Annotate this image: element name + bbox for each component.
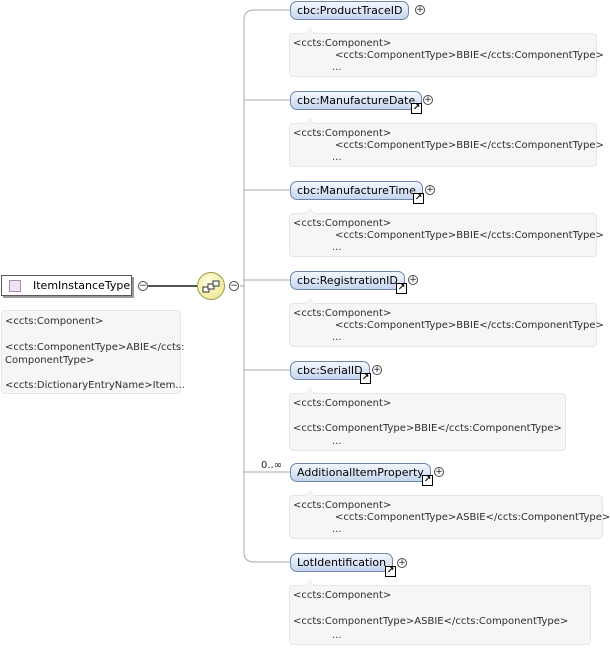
doc-line: <ccts:ComponentType>ASBIE</ccts:Componen… [293,616,569,627]
annotation-additional-item-property: <ccts:Component> <ccts:ComponentType>ASB… [289,490,610,539]
root-collapse-icon[interactable]: − [138,281,148,291]
doc-line: <ccts:Component> [293,590,392,601]
doc-line: <ccts:Component> [293,128,392,139]
doc-line: <ccts:Component> [293,218,392,229]
element-additional-item-property[interactable]: AdditionalItemProperty [290,463,431,482]
element-lot-identification[interactable]: LotIdentification [290,553,394,572]
external-link-icon[interactable]: ↗ [411,103,422,114]
external-link-icon[interactable]: ↗ [396,283,407,294]
annotation-lot-identification: <ccts:Component> <ccts:ComponentType>ASB… [289,580,591,645]
expand-icon[interactable]: + [397,558,407,568]
external-link-icon[interactable]: ↗ [385,566,396,577]
root-doc-line: ComponentType> [5,355,95,366]
root-element-name: ItemInstanceType [33,279,131,292]
complex-type-icon [9,280,21,292]
expand-icon[interactable]: + [408,275,418,285]
branch-product-trace-id [243,9,290,21]
element-manufacture-date[interactable]: cbc:ManufactureDate [290,91,423,110]
expand-icon[interactable]: + [425,185,435,195]
expand-icon[interactable]: + [423,95,433,105]
doc-line: <ccts:Component> [293,38,392,49]
element-registration-id[interactable]: cbc:RegistrationID [290,271,405,290]
doc-line: ... [332,332,342,343]
doc-line: ... [332,524,342,535]
doc-line: ... [332,242,342,253]
doc-line: <ccts:Component> [293,500,392,511]
external-link-icon[interactable]: ↗ [413,193,424,204]
doc-line: <ccts:ComponentType>BBIE</ccts:Component… [335,50,604,61]
annotation-registration-id: <ccts:Component> <ccts:ComponentType>BBI… [289,298,604,347]
doc-line: <ccts:Component> [293,398,392,409]
sequence-icon [202,280,220,293]
root-doc-line: <ccts:Component> [5,316,104,327]
external-link-icon[interactable]: ↗ [360,373,371,384]
expand-icon[interactable]: + [372,365,382,375]
annotation-serial-id: <ccts:Component> <ccts:ComponentType>BBI… [289,388,566,451]
occurrence-label: 0..∞ [261,460,283,471]
branch-lot-identification [243,551,290,563]
doc-line: <ccts:ComponentType>BBIE</ccts:Component… [335,320,604,331]
external-link-icon[interactable]: ↗ [422,475,433,486]
doc-line: <ccts:Component> [293,308,392,319]
annotation-manufacture-date: <ccts:Component> <ccts:ComponentType>BBI… [289,118,604,167]
element-product-trace-id[interactable]: cbc:ProductTraceID [290,1,410,20]
annotation-product-trace-id: <ccts:Component> <ccts:ComponentType>BBI… [289,28,604,77]
doc-line: ... [332,436,342,447]
doc-line: ... [332,152,342,163]
annotation-manufacture-time: <ccts:Component> <ccts:ComponentType>BBI… [289,208,604,257]
doc-line: <ccts:ComponentType>BBIE</ccts:Component… [293,423,562,434]
doc-line: <ccts:ComponentType>BBIE</ccts:Component… [335,140,604,151]
root-doc-line: <ccts:ComponentType>ABIE</ccts: [5,342,185,353]
root-doc-line: <ccts:DictionaryEntryName>Item... [5,380,185,391]
doc-line: <ccts:ComponentType>ASBIE</ccts:Componen… [335,512,610,523]
root-annotation: <ccts:Component> <ccts:ComponentType>ABI… [1,310,185,394]
expand-icon[interactable]: + [434,467,444,477]
doc-line: <ccts:ComponentType>BBIE</ccts:Component… [335,230,604,241]
root-element-box[interactable]: ItemInstanceType [1,275,132,296]
element-manufacture-time[interactable]: cbc:ManufactureTime [290,181,423,200]
compositor-collapse-icon[interactable]: − [229,281,239,291]
doc-line: ... [332,630,342,641]
element-serial-id[interactable]: cbc:SerialID [290,361,370,380]
sequence-compositor[interactable] [197,272,225,300]
doc-line: ... [332,62,342,73]
expand-icon[interactable]: + [415,5,425,15]
